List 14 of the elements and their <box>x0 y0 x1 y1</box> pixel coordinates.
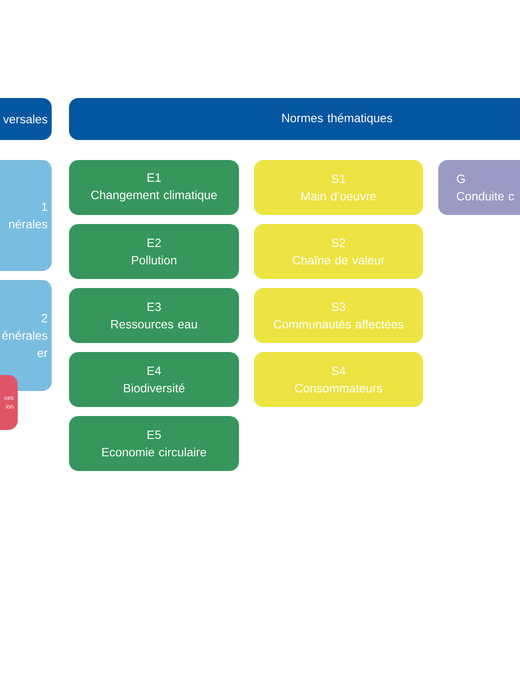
standard-box: E1 Changement climatique <box>69 160 239 215</box>
standard-box: S4 Consommateurs <box>254 352 423 407</box>
standard-box: E2 Pollution <box>69 224 239 279</box>
standard-box: S1 Main d’oeuvre <box>254 160 423 215</box>
header-bar: Normes thématiques <box>69 98 520 140</box>
standard-box: E3 Ressources eau <box>69 288 239 343</box>
standard-box: 1 nérales <box>0 160 52 271</box>
standard-box: E4 Biodiversité <box>69 352 239 407</box>
standard-box: E5 Economie circulaire <box>69 416 239 471</box>
standard-box: 2 énérales er <box>0 280 52 391</box>
standard-box: S3 Communautés affectées <box>254 288 423 343</box>
header-bar: versales <box>0 98 52 140</box>
standard-box: G Conduite c <box>438 160 520 215</box>
standard-box: S2 Chaîne de valeur <box>254 224 423 279</box>
